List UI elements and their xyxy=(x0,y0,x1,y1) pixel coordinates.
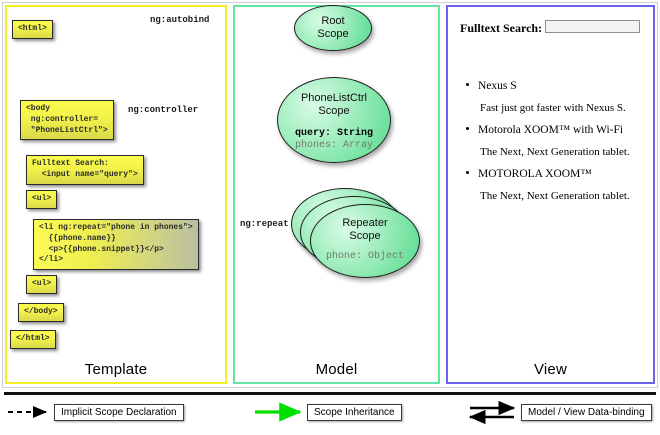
scope-root: Root Scope xyxy=(294,5,372,51)
bullet-icon xyxy=(466,127,469,131)
phone-name: MOTOROLA XOOM™ xyxy=(478,168,592,181)
bullet-icon xyxy=(466,83,469,86)
panel-template-label: Template xyxy=(84,361,148,378)
phone-snippet: The Next, Next Generation tablet. xyxy=(480,190,630,203)
list-item: Nexus S Fast just got faster with Nexus … xyxy=(466,79,653,115)
panel-view-label: View xyxy=(533,361,568,378)
view-content: Fulltext Search: Nexus S Fast just got f… xyxy=(448,7,653,382)
bullet-icon xyxy=(466,171,469,175)
phone-name: Nexus S xyxy=(478,80,517,92)
panel-view: Fulltext Search: Nexus S Fast just got f… xyxy=(446,5,655,384)
scope-phonelistctrl: PhoneListCtrl Scope query: String phones… xyxy=(277,77,391,163)
code-box-html-close: </html> xyxy=(10,330,56,349)
code-box-li-repeat: <li ng:repeat="phone in phones"> {{phone… xyxy=(33,219,199,271)
scope-repeater-title-1: Repeater xyxy=(342,217,388,229)
legend-label-model-view-data-binding: Model / View Data-binding xyxy=(521,404,652,421)
phone-snippet: The Next, Next Generation tablet. xyxy=(480,146,630,159)
edge-label-ng-autobind: ng:autobind xyxy=(150,15,210,25)
panel-model-label: Model xyxy=(315,361,358,378)
scope-phonelistctrl-prop-phones: phones: Array xyxy=(294,140,373,152)
edge-label-ng-repeat: ng:repeat xyxy=(240,219,289,229)
legend: Implicit Scope Declaration Scope Inherit… xyxy=(0,392,660,435)
scope-repeater-prop-phone: phone: Object xyxy=(325,251,404,263)
list-item: Motorola XOOM™ with Wi-Fi The Next, Next… xyxy=(466,123,653,159)
panel-model: Model xyxy=(233,5,440,384)
scope-phonelistctrl-title-1: PhoneListCtrl xyxy=(300,92,368,104)
phone-list: Nexus S Fast just got faster with Nexus … xyxy=(466,79,653,212)
phone-snippet: Fast just got faster with Nexus S. xyxy=(480,101,626,114)
legend-arrow-layer xyxy=(8,400,516,425)
fulltext-search-input[interactable] xyxy=(545,20,640,33)
phone-name: Motorola XOOM™ with Wi-Fi xyxy=(478,124,624,137)
code-box-html-open: <html> xyxy=(12,20,53,39)
code-box-ul-close: <ul> xyxy=(26,275,58,294)
scope-phonelistctrl-title-2: Scope xyxy=(318,104,350,117)
scope-root-title-2: Scope xyxy=(317,27,349,40)
legend-divider xyxy=(4,392,656,395)
edge-label-ng-controller: ng:controller xyxy=(128,105,199,115)
scope-repeater-title-2: Scope xyxy=(349,229,381,242)
code-box-ul-open: <ul> xyxy=(26,190,58,209)
code-box-body-close: </body> xyxy=(18,303,64,322)
code-box-body-open: <body ng:controller= "PhoneListCtrl"> xyxy=(20,100,114,141)
legend-label-implicit-scope-declaration: Implicit Scope Declaration xyxy=(54,404,184,421)
scope-phonelistctrl-prop-query: query: String xyxy=(294,128,373,140)
scope-repeater: Repeater Scope phone: Object xyxy=(310,204,420,278)
fulltext-search-label: Fulltext Search: xyxy=(460,21,543,35)
list-item: MOTOROLA XOOM™ The Next, Next Generation… xyxy=(466,167,653,203)
scope-root-title-1: Root xyxy=(321,15,345,27)
code-box-fulltext-search: Fulltext Search: <input name="query"> xyxy=(26,155,144,185)
legend-label-scope-inheritance: Scope Inheritance xyxy=(307,404,402,421)
